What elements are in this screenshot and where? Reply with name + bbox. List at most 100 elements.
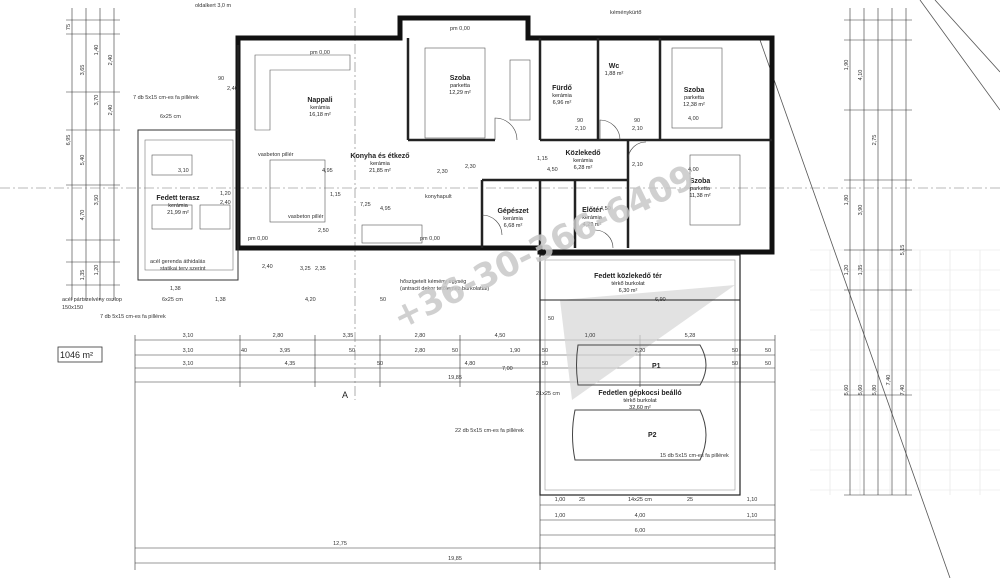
svg-text:5,15: 5,15	[900, 245, 906, 256]
svg-text:1,38: 1,38	[170, 286, 181, 292]
lot-boundary	[759, 0, 1000, 578]
svg-text:21,99 m²: 21,99 m²	[167, 210, 189, 216]
svg-text:1,90: 1,90	[510, 348, 521, 354]
interior-dims: 2,40 2,10 2,10 90 90 2,30 2,30 4,50 1,15…	[170, 76, 699, 397]
svg-text:2,20: 2,20	[635, 348, 646, 354]
svg-text:4,95: 4,95	[322, 168, 333, 174]
note-pm-4: pm 0,00	[420, 236, 440, 242]
svg-text:50: 50	[732, 348, 738, 354]
svg-text:21x25 cm: 21x25 cm	[536, 391, 560, 397]
svg-text:Előtér: Előtér	[582, 207, 602, 214]
svg-text:7,40: 7,40	[900, 385, 906, 396]
svg-text:6,30 m²: 6,30 m²	[619, 288, 638, 294]
room-label-wc: Wc 1,88 m²	[605, 63, 624, 77]
svg-text:kerámia: kerámia	[573, 158, 594, 164]
svg-text:Fedetlen gépkocsi beálló: Fedetlen gépkocsi beálló	[598, 390, 681, 397]
living-room-furniture	[151, 54, 423, 244]
car-label-p1: P1	[652, 363, 661, 370]
svg-text:3,10: 3,10	[183, 348, 194, 354]
svg-text:4,00: 4,00	[688, 167, 699, 173]
note-pillars-7db-bottom: 7 db 5x15 cm-es fa pillérek	[100, 314, 166, 320]
svg-text:90: 90	[634, 118, 640, 124]
svg-text:3,65: 3,65	[80, 65, 86, 76]
svg-text:5,60: 5,60	[844, 385, 850, 396]
svg-text:2,10: 2,10	[632, 162, 643, 168]
svg-text:1,00: 1,00	[555, 513, 566, 519]
svg-text:1,88 m²: 1,88 m²	[605, 71, 624, 77]
svg-text:4,00: 4,00	[635, 513, 646, 519]
dim-row-3: 3,10 4,35 50 4,80 50 50 50	[183, 361, 771, 367]
svg-text:90: 90	[577, 118, 583, 124]
room-label-konyha: Konyha és étkező kerámia 21,85 m²	[350, 153, 409, 174]
note-acel: acél gerenda áthidalás	[150, 259, 206, 265]
svg-text:7,25: 7,25	[360, 202, 371, 208]
note-acel-pillar: acél pártszelvény oszlop	[62, 297, 122, 303]
svg-text:2,35: 2,35	[315, 266, 326, 272]
svg-text:6,95: 6,95	[66, 135, 72, 146]
svg-text:Szoba: Szoba	[450, 75, 471, 82]
svg-text:90: 90	[218, 76, 224, 82]
svg-text:12,38 m²: 12,38 m²	[683, 102, 705, 108]
svg-text:4,50: 4,50	[600, 206, 611, 212]
note-pm-2: pm 0,00	[310, 50, 330, 56]
svg-text:1,90: 1,90	[844, 60, 850, 71]
svg-text:kerámia: kerámia	[503, 216, 524, 222]
room-label-szoba2: Szoba parketta 12,38 m²	[683, 87, 705, 108]
svg-text:1,20: 1,20	[220, 191, 231, 197]
svg-text:11,38 m²: 11,38 m²	[689, 193, 710, 199]
svg-text:50: 50	[542, 348, 548, 354]
svg-text:50: 50	[732, 361, 738, 367]
svg-text:50: 50	[380, 297, 386, 303]
room-label-eloter: Előtér kerámia 4,29 m²	[582, 207, 603, 228]
room-label-beallo: Fedetlen gépkocsi beálló térkő burkolat …	[598, 390, 681, 411]
svg-text:térkő burkolat: térkő burkolat	[623, 398, 657, 404]
svg-text:50: 50	[377, 361, 383, 367]
svg-text:1,15: 1,15	[330, 192, 341, 198]
svg-text:5,40: 5,40	[80, 155, 86, 166]
svg-text:4,50: 4,50	[495, 333, 506, 339]
dim-bottom-total-1: 12,75	[333, 541, 347, 547]
svg-text:2,30: 2,30	[465, 164, 476, 170]
svg-text:2,40: 2,40	[108, 55, 114, 66]
note-6x25-top: 6x25 cm	[160, 114, 181, 120]
svg-text:21,85 m²: 21,85 m²	[369, 168, 391, 174]
svg-text:parketta: parketta	[690, 186, 711, 192]
svg-text:3,10: 3,10	[183, 333, 194, 339]
svg-text:2,10: 2,10	[575, 126, 586, 132]
svg-text:kerámia: kerámia	[582, 215, 603, 221]
svg-text:kerámia: kerámia	[370, 161, 391, 167]
dim-left-column: 75 3,65 1,40 2,40 3,70 2,40 6,95 5,40 3,…	[66, 24, 114, 280]
svg-text:2,75: 2,75	[872, 135, 878, 146]
bedroom-furniture	[424, 47, 741, 226]
room-label-szoba1: Szoba parketta 12,29 m²	[449, 75, 471, 96]
note-pillars-22db: 22 db 5x15 cm-es fa pillérek	[455, 428, 524, 434]
svg-text:Szoba: Szoba	[684, 87, 705, 94]
carport-shadow	[560, 285, 735, 400]
svg-text:1,10: 1,10	[747, 497, 758, 503]
svg-text:40: 40	[241, 348, 247, 354]
svg-text:2,40: 2,40	[220, 200, 231, 206]
note-kemeny: kéménykürtő	[610, 10, 642, 16]
svg-text:1,20: 1,20	[844, 265, 850, 276]
dim-row-top: 3,10 2,80 3,35 2,80 4,50 1,00 5,28	[183, 333, 696, 339]
svg-text:4,29 m²: 4,29 m²	[583, 222, 602, 228]
note-konyhapult: konyhapult	[425, 194, 452, 200]
site-hatching	[810, 249, 1000, 495]
dim-row-bottom: 1,00 25 25 1,10 1,00 4,00 1,10 6,00	[555, 497, 758, 534]
svg-text:5,80: 5,80	[872, 385, 878, 396]
dim-right-column: 1,90 4,10 2,75 1,80 3,90 1,20 1,35 5,15 …	[844, 60, 906, 396]
dim-row-2: 3,10 40 3,95 50 2,80 50 1,90 50 2,20 50 …	[183, 348, 771, 354]
svg-text:1,38: 1,38	[215, 297, 226, 303]
svg-text:kerámia: kerámia	[168, 203, 189, 209]
left-dimension-lines	[66, 8, 120, 300]
svg-text:kerámia: kerámia	[310, 105, 331, 111]
svg-text:25: 25	[687, 497, 693, 503]
svg-text:2,40: 2,40	[227, 86, 238, 92]
svg-text:Fürdő: Fürdő	[552, 85, 572, 92]
svg-text:50: 50	[452, 348, 458, 354]
note-statikai: statikai terv szerint	[160, 266, 206, 272]
svg-text:4,00: 4,00	[688, 116, 699, 122]
svg-text:3,10: 3,10	[183, 361, 194, 367]
svg-text:5,60: 5,60	[858, 385, 864, 396]
terrace-outline	[137, 129, 239, 281]
